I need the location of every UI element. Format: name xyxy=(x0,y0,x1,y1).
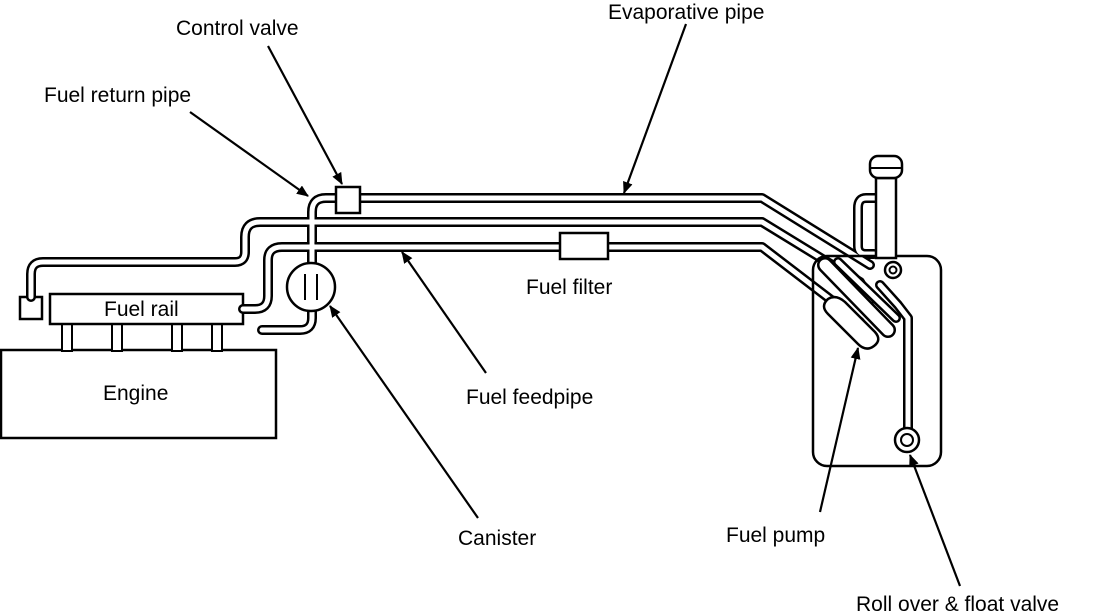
arrow-fuel-return-pipe xyxy=(189,111,309,197)
control-valve xyxy=(334,185,362,215)
pipe-bundle xyxy=(26,193,913,435)
filler-neck xyxy=(874,176,898,260)
label-fuel-feedpipe: Fuel feedpipe xyxy=(466,386,594,409)
fuel-rail xyxy=(48,292,245,326)
label-evaporative-pipe: Evaporative pipe xyxy=(608,1,765,24)
tank-pipe-bundle xyxy=(817,257,901,338)
label-fuel-filter: Fuel filter xyxy=(526,276,613,299)
label-fuel-return-pipe: Fuel return pipe xyxy=(44,84,192,107)
label-fuel-pump: Fuel pump xyxy=(726,524,826,547)
arrow-fuel-pump xyxy=(818,347,861,513)
engine-block xyxy=(0,348,278,440)
tank-vent-valve xyxy=(883,260,903,280)
fuel-filter xyxy=(558,231,610,261)
fuel-pump xyxy=(822,295,880,350)
arrow-roll-over-float-valve xyxy=(908,454,962,587)
roll-over-float-valve xyxy=(893,426,921,454)
label-engine: Engine xyxy=(103,382,169,405)
label-canister: Canister xyxy=(458,527,537,550)
arrow-control-valve xyxy=(267,45,343,185)
canister xyxy=(285,261,337,313)
arrow-fuel-feedpipe xyxy=(401,251,487,374)
leader-arrows xyxy=(189,23,962,587)
injectors xyxy=(61,323,223,352)
label-control-valve: Control valve xyxy=(176,17,299,40)
label-fuel-rail: Fuel rail xyxy=(104,298,179,321)
arrow-evaporative-pipe xyxy=(622,23,688,194)
arrow-canister xyxy=(329,305,479,519)
label-roll-over-float-valve: Roll over & float valve xyxy=(856,593,1060,616)
